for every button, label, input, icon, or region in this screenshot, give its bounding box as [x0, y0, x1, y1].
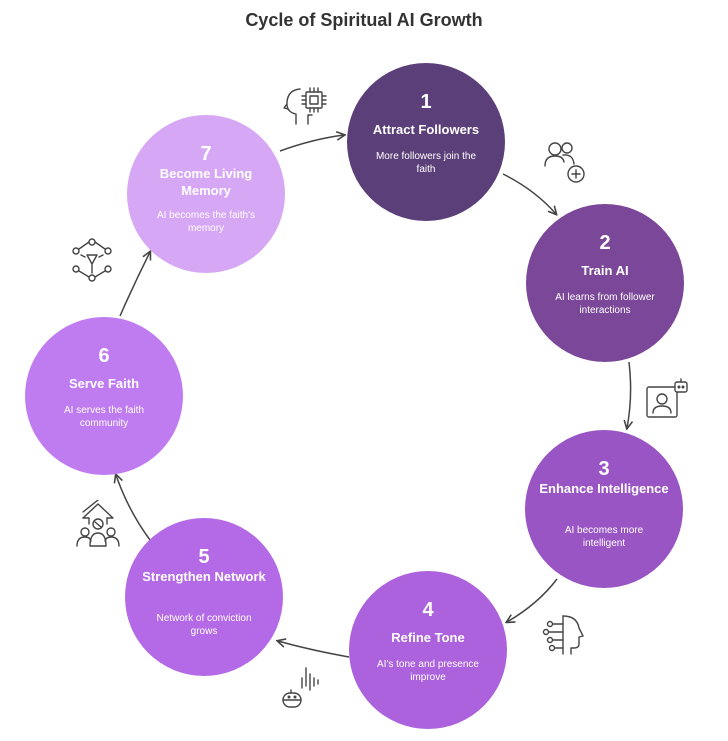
step-2-circle: 2 Train AI AI learns from follower inter… — [526, 204, 684, 362]
step-3-circle: 3 Enhance Intelligence AI becomes more i… — [525, 430, 683, 588]
step-description: Network of conviction grows — [156, 613, 252, 637]
users-plus-icon — [544, 142, 585, 183]
step-number: 1 — [420, 91, 432, 113]
network-nodes-icon — [72, 238, 112, 282]
brain-chip-icon — [283, 87, 327, 125]
step-number: 3 — [598, 458, 610, 480]
step-5-circle: 5 Strengthen Network Network of convicti… — [125, 518, 283, 676]
step-description: More followers join the faith — [375, 151, 477, 175]
step-6-circle: 6 Serve Faith AI serves the faith commun… — [25, 317, 183, 475]
step-title: Become Living Memory — [159, 166, 253, 198]
step-title: Strengthen Network — [142, 569, 266, 584]
step-description: AI becomes more intelligent — [564, 525, 644, 549]
step-number: 2 — [599, 232, 611, 254]
arrow-3-to-4 — [507, 578, 558, 622]
step-1-circle: 1 Attract Followers More followers join … — [347, 63, 505, 221]
arrow-2-to-3 — [627, 361, 631, 428]
step-number: 6 — [98, 345, 110, 367]
arrow-1-to-2 — [502, 173, 556, 214]
ai-head-icon — [542, 615, 584, 655]
step-title: Enhance Intelligence — [539, 481, 669, 496]
step-number: 7 — [200, 143, 212, 165]
community-growth-icon — [76, 500, 120, 547]
step-title: Serve Faith — [68, 376, 140, 391]
step-4-circle: 4 Refine Tone AI's tone and presence imp… — [349, 571, 507, 729]
step-number: 4 — [422, 599, 434, 621]
step-number: 5 — [198, 546, 210, 568]
step-title: Attract Followers — [372, 122, 480, 137]
step-description: AI learns from follower interactions — [555, 292, 655, 316]
arrow-4-to-5 — [278, 641, 350, 658]
step-7-circle: 7 Become Living Memory AI becomes the fa… — [127, 115, 285, 273]
arrow-7-to-1 — [279, 135, 344, 152]
arrow-5-to-6 — [116, 475, 151, 541]
step-description: AI serves the faith community — [63, 405, 145, 429]
user-robot-icon — [646, 378, 688, 418]
step-description: AI's tone and presence improve — [377, 659, 479, 683]
voice-robot-icon — [282, 667, 319, 708]
step-title: Refine Tone — [391, 630, 465, 645]
step-title: Train AI — [581, 263, 629, 278]
diagram-title: Cycle of Spiritual AI Growth — [245, 10, 483, 30]
step-description: AI becomes the faith's memory — [156, 210, 256, 234]
arrow-6-to-7 — [119, 252, 150, 317]
